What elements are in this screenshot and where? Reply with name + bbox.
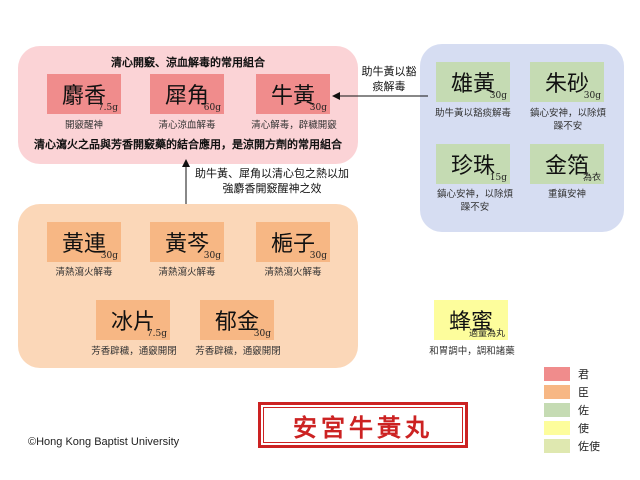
herb-dose: 30g: [203, 251, 221, 261]
herb-huangqin: 黃芩 30g: [150, 222, 224, 262]
herb-jinbo: 金箔 為衣: [530, 144, 604, 184]
legend-swatch: [544, 403, 570, 417]
legend-item-chen: 臣: [544, 384, 589, 400]
herb-caption: 和胃調中，調和諸藥: [429, 346, 515, 357]
herb-shexiang: 麝香 7.5g: [47, 74, 121, 114]
herb-dose: 30g: [100, 251, 118, 261]
herb-caption: 芳香辟穢，通竅開閉: [195, 346, 281, 357]
legend-swatch: [544, 421, 570, 435]
herb-caption: 清熱瀉火解毒: [55, 267, 113, 278]
herb-name: 犀角: [164, 84, 209, 109]
arrow-up-note: 助牛黃、犀角以清心包之熱以加強麝香開竅醒神之效: [195, 167, 349, 195]
herb-name: 麝香: [61, 84, 106, 109]
herb-caption: 重鎮安神: [547, 189, 586, 200]
herb-dose: 7.5g: [97, 103, 118, 113]
formula-name: 安宮牛黃丸: [263, 407, 463, 443]
herb-zhizi: 梔子 30g: [256, 222, 330, 262]
herb-caption: 鎮心安神，以除煩躁不安: [530, 108, 607, 132]
top-group-title: 清心開竅、涼血解毒的常用組合: [111, 56, 265, 69]
herb-bingpian: 冰片 7.5g: [96, 300, 170, 340]
legend-swatch: [544, 385, 570, 399]
top-group-summary: 清心瀉火之品與芳香開竅藥的結合應用，是涼開方劑的常用組合: [34, 138, 342, 151]
legend-item-shi: 使: [544, 420, 589, 436]
herb-name: 金箔: [544, 154, 589, 179]
herb-caption: 清熱瀉火解毒: [158, 267, 216, 278]
legend-swatch: [544, 367, 570, 381]
herb-xijiao: 犀角 60g: [150, 74, 224, 114]
herb-xionghuang: 雄黃 30g: [436, 62, 510, 102]
herb-name: 雄黃: [450, 72, 495, 97]
herb-caption: 開竅醒神: [64, 120, 103, 131]
herb-fengmi: 蜂蜜 適量為丸: [434, 300, 508, 340]
herb-dose: 為衣: [582, 173, 601, 183]
legend-swatch: [544, 439, 570, 453]
arrow-right-note: 助牛黃以豁痰解毒: [361, 65, 417, 93]
herb-name: 牛黃: [270, 84, 315, 109]
herb-dose: 適量為丸: [468, 329, 505, 339]
herb-dose: 30g: [253, 329, 271, 339]
legend-item-jun: 君: [544, 366, 589, 382]
herb-name: 黃芩: [164, 232, 209, 257]
legend-label: 臣: [578, 386, 589, 399]
herb-caption: 鎮心安神，以除煩躁不安: [436, 189, 513, 213]
legend-label: 佐使: [578, 440, 600, 453]
herb-zhenzhu: 珍珠 15g: [436, 144, 510, 184]
herb-name: 梔子: [270, 232, 315, 257]
herb-dose: 15g: [489, 173, 507, 183]
herb-dose: 30g: [309, 103, 327, 113]
herb-dose: 30g: [309, 251, 327, 261]
herb-niuhuang: 牛黃 30g: [256, 74, 330, 114]
herb-name: 珍珠: [450, 154, 495, 179]
herb-caption: 助牛黃以豁痰解毒: [434, 108, 511, 119]
legend-label: 佐: [578, 404, 589, 417]
herb-zhusha: 朱砂 30g: [530, 62, 604, 102]
herb-name: 蜂蜜: [448, 310, 493, 335]
herb-dose: 30g: [583, 91, 601, 101]
herb-name: 朱砂: [544, 72, 589, 97]
herb-dose: 30g: [489, 91, 507, 101]
herb-dose: 7.5g: [146, 329, 167, 339]
legend-label: 君: [578, 368, 589, 381]
legend-item-zuo: 佐: [544, 402, 589, 418]
herb-name: 黃連: [61, 232, 106, 257]
herb-caption: 芳香辟穢，通竅開閉: [91, 346, 177, 357]
herb-huanglian: 黃連 30g: [47, 222, 121, 262]
formula-seal: 安宮牛黃丸: [258, 402, 468, 448]
herb-caption: 清心解毒，辟穢開竅: [251, 120, 337, 131]
legend-label: 使: [578, 422, 589, 435]
legend-item-zuoshi: 佐使: [544, 438, 600, 454]
herb-name: 冰片: [110, 310, 155, 335]
herb-caption: 清心涼血解毒: [158, 120, 216, 131]
herb-name: 郁金: [214, 310, 259, 335]
herb-caption: 清熱瀉火解毒: [264, 267, 322, 278]
herb-yujin: 郁金 30g: [200, 300, 274, 340]
copyright-text: ©Hong Kong Baptist University: [28, 436, 180, 448]
herb-dose: 60g: [203, 103, 221, 113]
